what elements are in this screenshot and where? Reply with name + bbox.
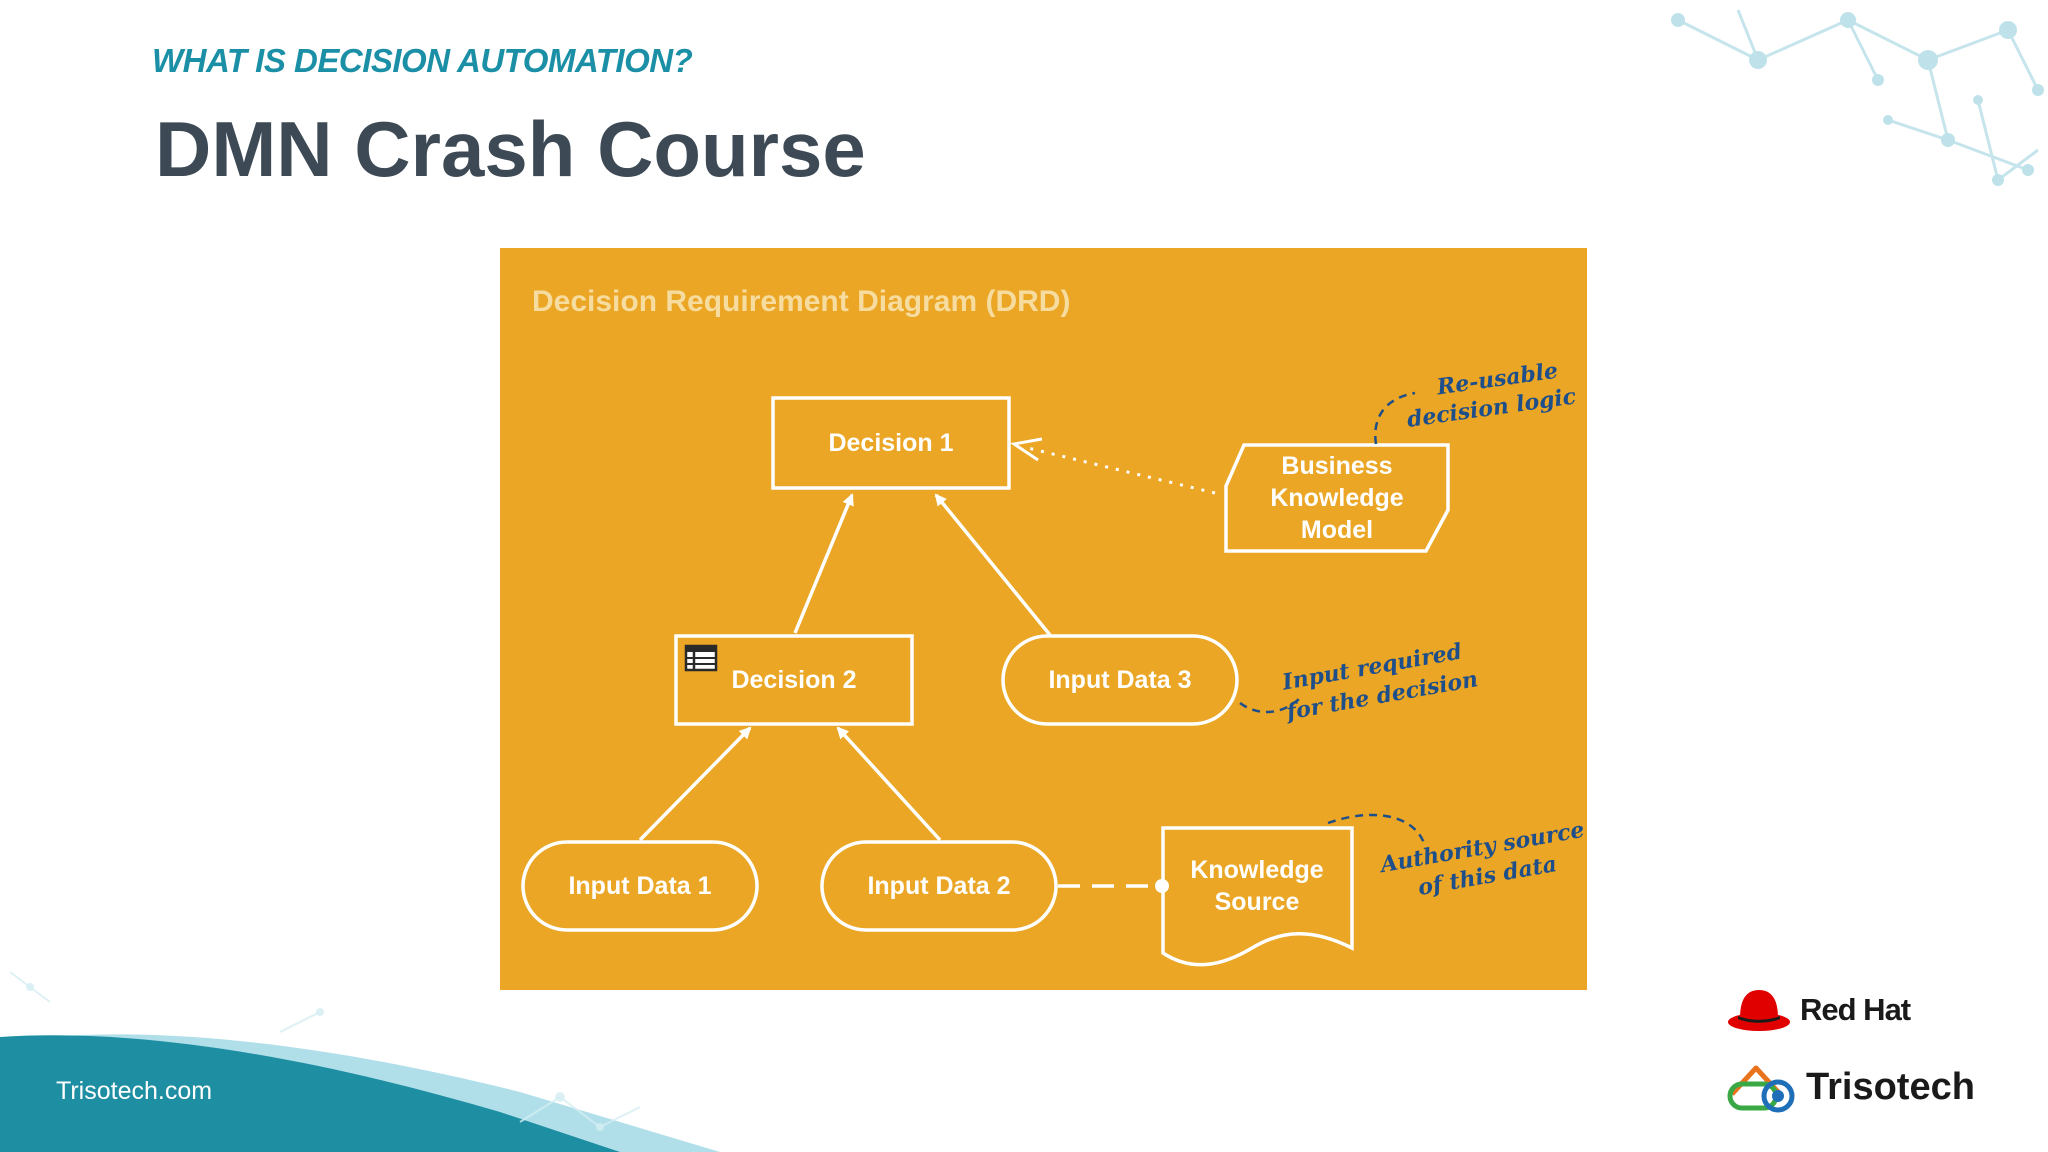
slide-title: DMN Crash Course: [155, 105, 866, 193]
edge-bkm-decision1: [1027, 446, 1216, 495]
edge-input1-decision2: [638, 726, 752, 842]
edge-decision2-decision1: [793, 493, 854, 634]
trisotech-mark-icon: [1727, 1065, 1795, 1113]
input-data-2-box: [820, 840, 1058, 932]
decision-1-box: [771, 396, 1011, 490]
decision-2-label: Decision 2: [731, 666, 856, 694]
knowledge-source-box: [1161, 826, 1354, 967]
edge-input3-decision1: [934, 493, 1052, 637]
bkm-note-connector: [1374, 391, 1416, 445]
footer-website-link[interactable]: Trisotech.com: [56, 1077, 213, 1105]
redhat-hat-icon: [1728, 990, 1790, 1031]
knowledge-source-label-line-1: Knowledge: [1190, 856, 1323, 884]
decision-2-box: [674, 634, 914, 726]
bkm-label-line-1: Business: [1281, 452, 1392, 480]
section-subtitle: WHAT IS DECISION AUTOMATION?: [152, 42, 693, 79]
input-data-3-label: Input Data 3: [1048, 666, 1191, 694]
edge-bkm-decision1-head: [1010, 437, 1043, 462]
redhat-logo: Red Hat: [1726, 986, 1911, 1034]
table-icon: [684, 644, 718, 672]
trisotech-logo: Trisotech: [1726, 1060, 1975, 1114]
network-decoration-top: [1671, 9, 2044, 186]
input-note-connector: [1239, 697, 1301, 714]
source-note-connector: [1327, 813, 1427, 847]
trisotech-logo-text: Trisotech: [1806, 1065, 1975, 1108]
drd-diagram: Decision Requirement Diagram (DRD) Decis…: [500, 248, 1587, 990]
diagram-heading: Decision Requirement Diagram (DRD): [532, 285, 1070, 318]
input-data-1-label: Input Data 1: [568, 872, 711, 900]
decision-1-label: Decision 1: [828, 429, 953, 457]
input-data-3-box: [1001, 634, 1239, 726]
input-data-1-box: [521, 840, 759, 932]
knowledge-source-label-line-2: Source: [1215, 888, 1300, 916]
edge-input2-decision2: [836, 726, 942, 842]
bkm-label-line-3: Model: [1301, 516, 1373, 544]
redhat-logo-text: Red Hat: [1800, 992, 1911, 1027]
input-data-2-label: Input Data 2: [867, 872, 1010, 900]
drd-canvas: Decision Requirement Diagram (DRD) Decis…: [521, 285, 1586, 967]
wave-decoration-bottom: [0, 971, 720, 1152]
bkm-label-line-2: Knowledge: [1270, 484, 1403, 512]
bkm-box: [1224, 443, 1450, 553]
